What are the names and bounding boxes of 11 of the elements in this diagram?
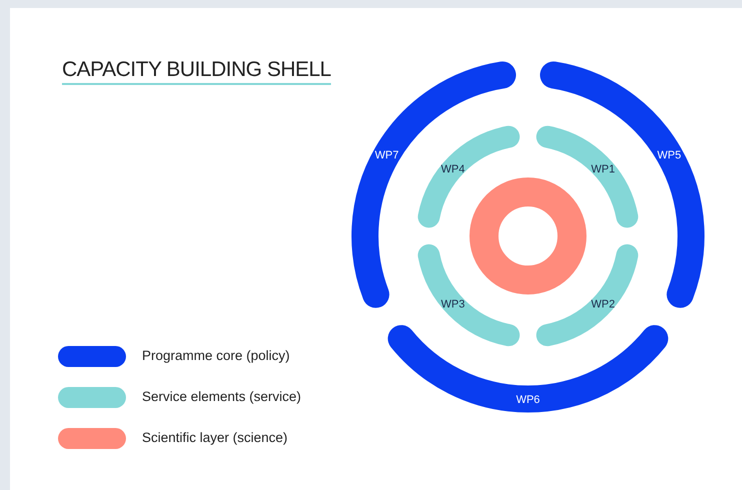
- segment-label: WP3: [441, 298, 465, 311]
- legend-label: Programme core (policy): [142, 348, 290, 363]
- diagram-title: CAPACITY BUILDING SHELL: [62, 58, 331, 85]
- segment-label: WP1: [591, 163, 615, 176]
- legend-label: Scientific layer (science): [142, 430, 288, 445]
- segment-label: WP6: [516, 394, 540, 406]
- legend-label: Service elements (service): [142, 389, 302, 404]
- segment-label: WP2: [591, 298, 615, 311]
- segment-label: WP5: [657, 150, 682, 162]
- segment-label: WP7: [374, 150, 399, 162]
- segment-label: WP4: [441, 163, 465, 176]
